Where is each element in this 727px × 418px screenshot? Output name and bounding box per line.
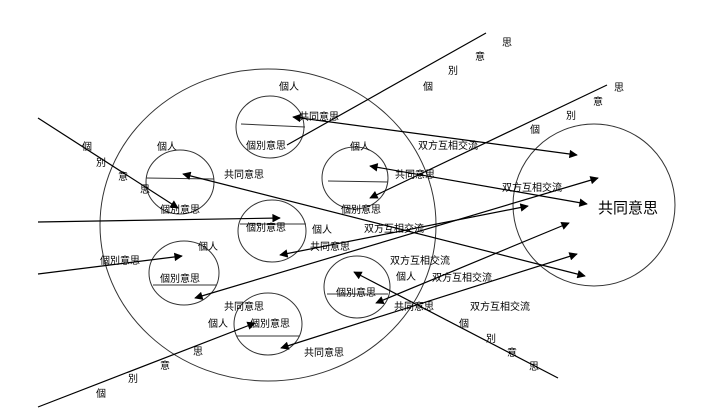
individual-will-char: 思 — [140, 184, 150, 196]
diagram-label: 共同意思 — [224, 300, 264, 313]
individual-will-char: 個 — [459, 317, 469, 330]
diagram-label: 共同意思 — [299, 110, 339, 123]
bidirectional-arrow — [292, 113, 578, 159]
diagram-label: 個人 — [279, 80, 299, 93]
arrow-line — [37, 252, 183, 275]
diagram-label: 双方互相交流 — [390, 254, 450, 267]
individual-will-char: 個 — [530, 123, 540, 136]
individual-will-char: 意 — [160, 359, 170, 372]
diagram-label: 個人 — [208, 317, 228, 330]
arrow-line — [37, 213, 281, 223]
diagram-label: 個別意思 — [160, 272, 200, 285]
diagram-label: 個別意思 — [250, 317, 290, 330]
individual-will-char: 別 — [96, 157, 106, 169]
individual-will-char: 個 — [82, 140, 92, 153]
arrow-line — [286, 32, 487, 146]
bidirectional-arrow — [280, 252, 578, 350]
individual-circle — [321, 146, 389, 210]
individual-will-char: 思 — [502, 37, 512, 49]
individual-will-char: 別 — [486, 333, 496, 345]
individual-will-char: 別 — [566, 110, 576, 122]
circle-divider — [240, 123, 306, 128]
individual-will-char: 別 — [448, 65, 458, 77]
center-common-will-label: 共同意思 — [598, 199, 658, 217]
diagram-label: 個人 — [312, 223, 332, 236]
diagram-label: 共同意思 — [304, 346, 344, 359]
diagram-label: 個別意思 — [336, 286, 376, 299]
diagram-label: 共同意思 — [224, 168, 264, 181]
individual-will-char: 意 — [593, 95, 603, 108]
diagram-label: 個人 — [396, 270, 416, 283]
diagram-label: 共同意思 — [310, 240, 350, 253]
arrow-line — [37, 321, 256, 408]
individual-will-char: 思 — [614, 82, 624, 94]
individual-will-char: 意 — [475, 50, 485, 63]
diagram-label: 双方互相交流 — [502, 181, 562, 194]
diagram-label: 個人 — [198, 240, 218, 253]
diagram-label: 共同意思 — [395, 168, 435, 181]
individual-will-char: 個 — [423, 80, 433, 93]
diagram-label: 個別意思 — [100, 254, 140, 267]
diagram-label: 双方互相交流 — [470, 300, 530, 313]
diagram-label: 双方互相交流 — [364, 222, 424, 235]
individual-will-char: 思 — [529, 361, 539, 373]
diagram-label: 共同意思 — [394, 300, 434, 313]
arrow-line — [353, 271, 559, 379]
individual-will-char: 個 — [96, 387, 106, 400]
diagram-label: 個人 — [157, 140, 177, 153]
individual-will-char: 思 — [193, 346, 203, 358]
arrow-line — [37, 117, 179, 209]
arrow-line — [369, 84, 608, 199]
diagram-label: 個別意思 — [246, 139, 286, 152]
diagram-label: 個別意思 — [160, 203, 200, 216]
diagram-label: 個別意思 — [341, 203, 381, 216]
diagram-label: 個別意思 — [246, 221, 286, 234]
circle-divider — [327, 180, 389, 183]
diagram-label: 双方互相交流 — [418, 139, 478, 152]
individual-will-char: 意 — [118, 170, 128, 183]
diagram-label: 双方互相交流 — [432, 271, 492, 284]
individual-circle — [323, 255, 391, 319]
individual-will-char: 別 — [128, 373, 138, 385]
individual-will-char: 意 — [507, 346, 517, 359]
diagram-label: 個人 — [350, 140, 370, 153]
